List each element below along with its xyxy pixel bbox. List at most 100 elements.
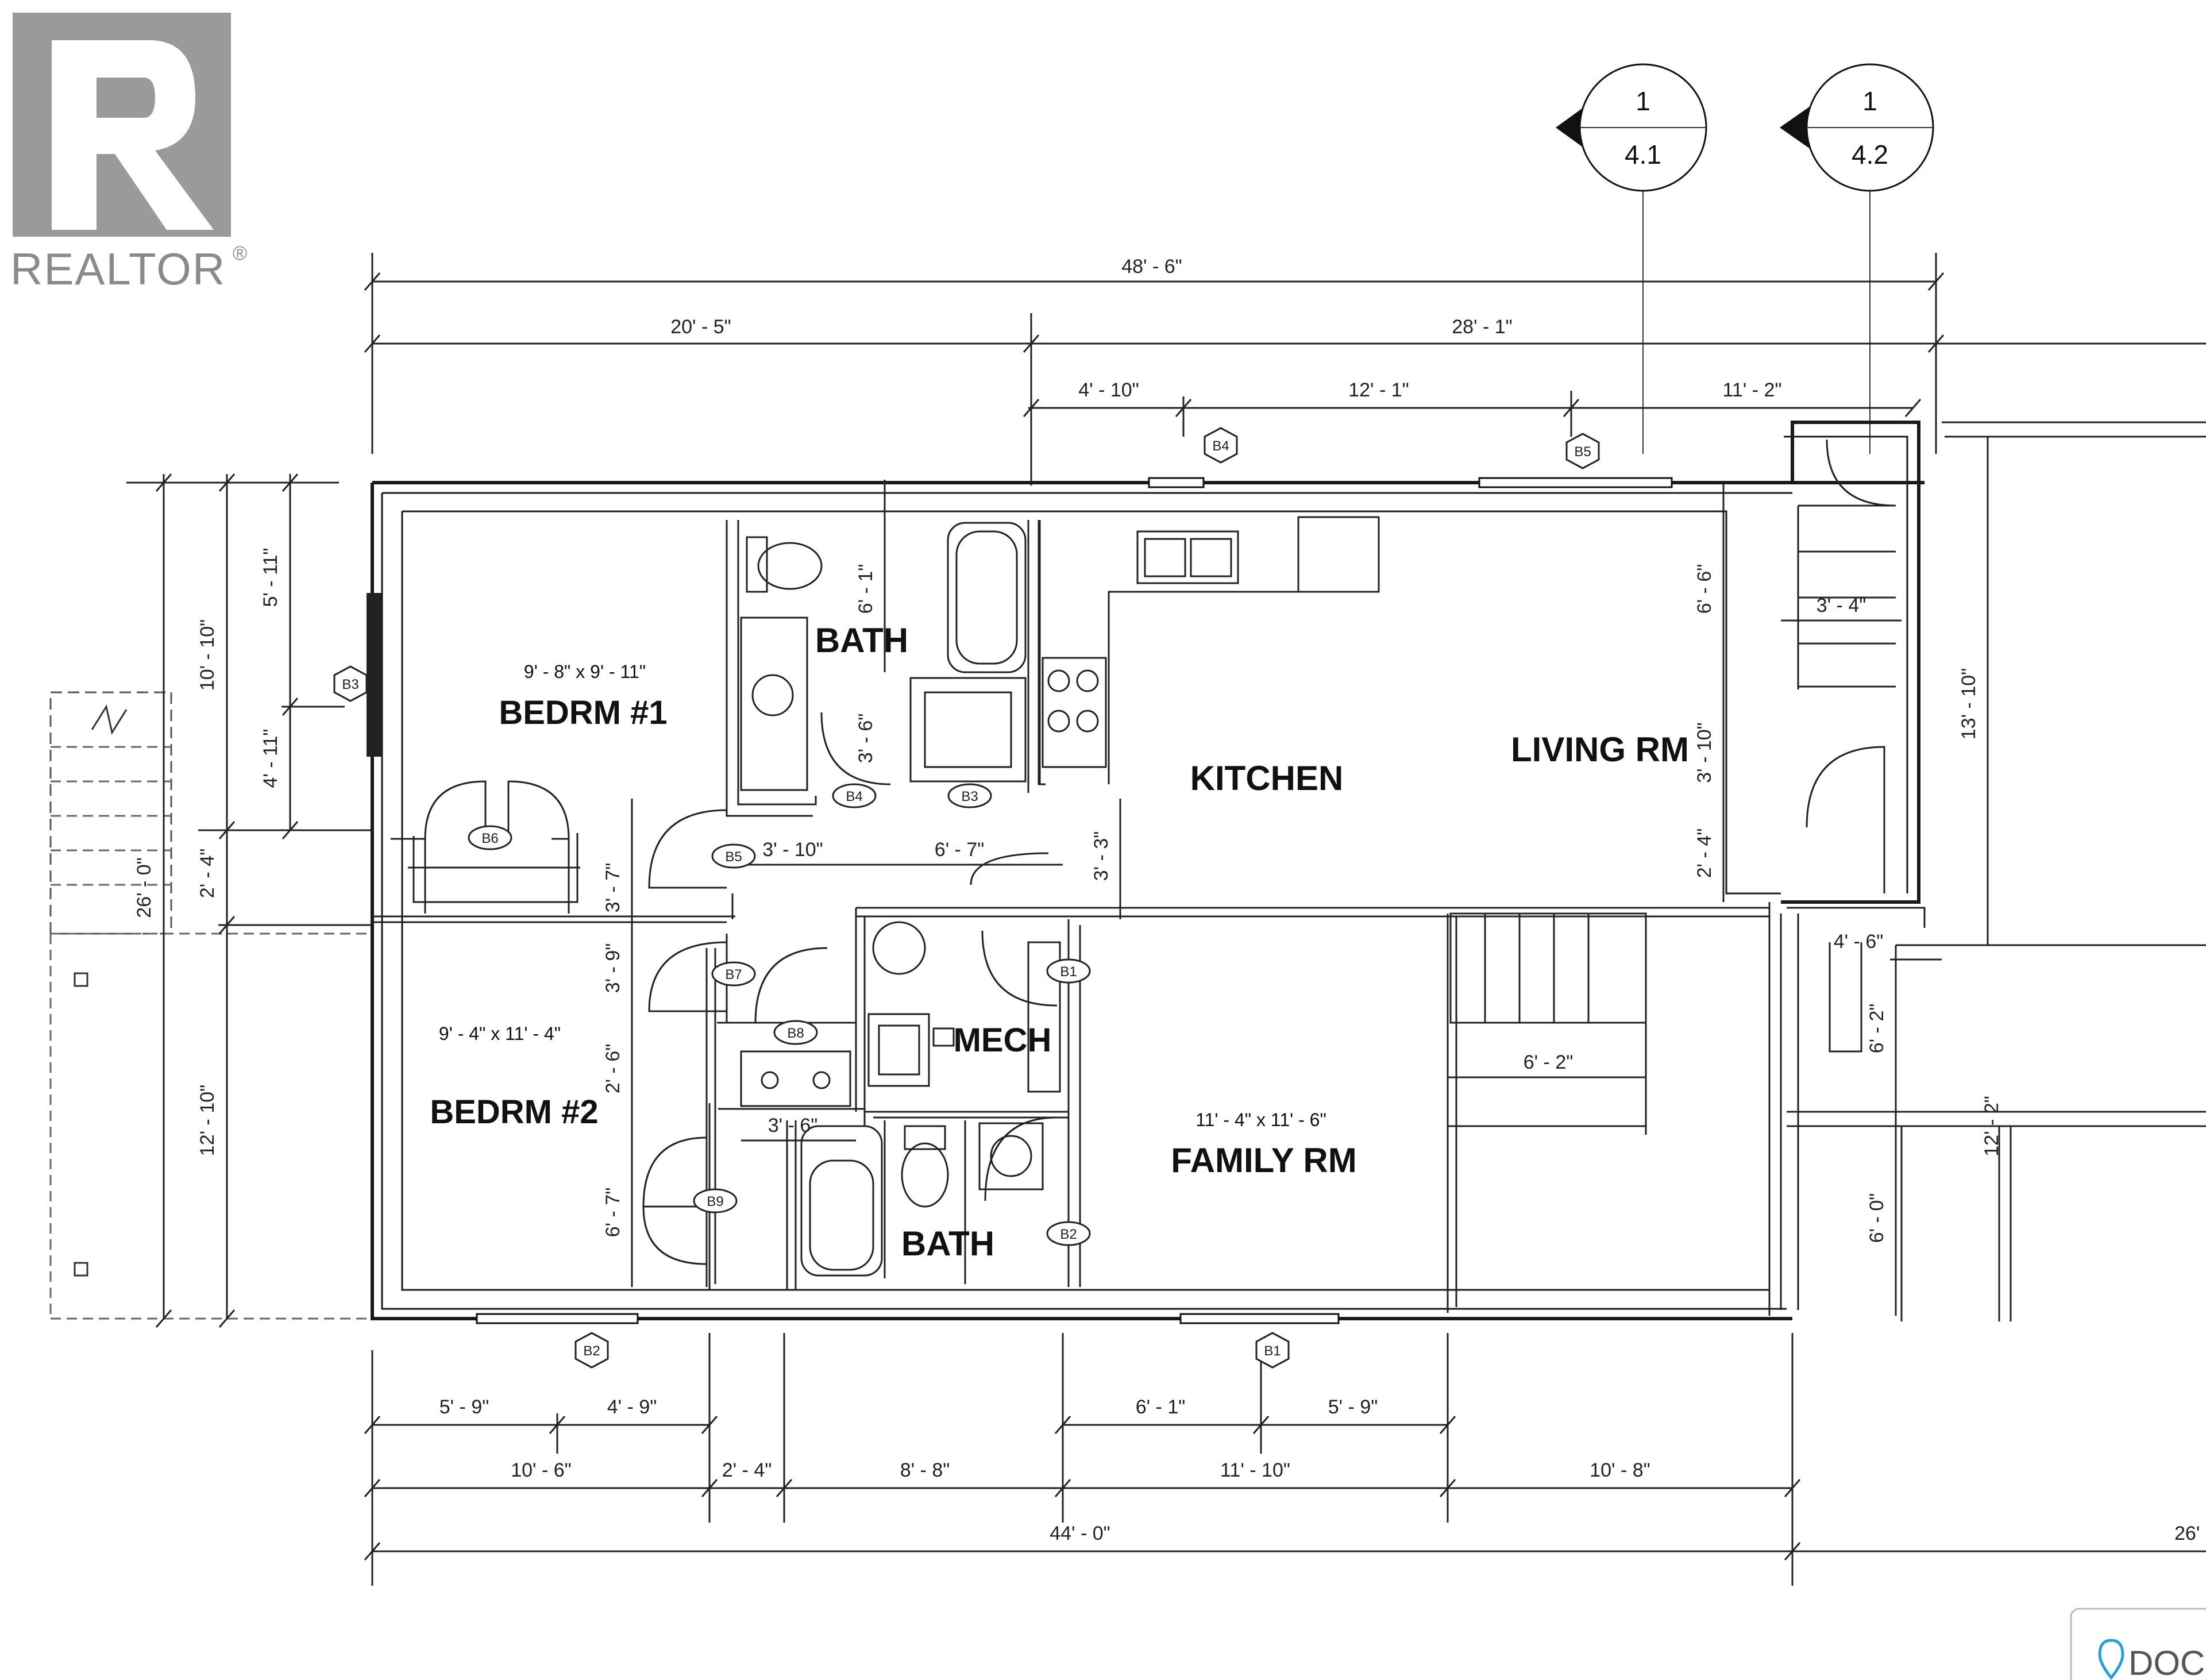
- left-exterior-stair: [49, 691, 372, 1320]
- dim-living-3: 2' - 4": [1694, 829, 1715, 878]
- dim-bottom-b4: 11' - 10": [1220, 1459, 1290, 1481]
- tag-b4-door: B4: [832, 783, 877, 808]
- tag-b5-window: B5: [1565, 433, 1600, 469]
- dim-bottom-a2: 4' - 9": [607, 1396, 657, 1418]
- left-dimensions: [126, 473, 372, 1328]
- section-marker-4-2: 1 4.2: [1780, 63, 1934, 454]
- dim-bed2-v2: 2' - 6": [602, 1044, 624, 1094]
- tag-text: B9: [707, 1194, 723, 1209]
- dim-bath2-h: 3' - 6": [768, 1115, 818, 1136]
- tag-text: B3: [961, 789, 978, 804]
- dim-bottom-b3: 8' - 8": [900, 1459, 950, 1481]
- tag-b1-door: B1: [1046, 958, 1091, 984]
- dim-top-seg1: 4' - 10": [1078, 379, 1139, 401]
- dim-stair-width: 3' - 4": [1817, 595, 1866, 616]
- dim-entry-2: 6' - 2": [1866, 1004, 1888, 1054]
- dim-bottom-a4: 5' - 9": [1328, 1396, 1378, 1418]
- exterior-walls: [367, 421, 1925, 1324]
- tag-text: B2: [1060, 1227, 1077, 1242]
- tag-b4-window: B4: [1204, 427, 1238, 464]
- dim-bottom-b2: 2' - 4": [722, 1459, 772, 1481]
- opening-tags: B4 B5 B3 B2 B1 B6 B5 B4 B3 B7 B8 B9 B1 B…: [333, 427, 1600, 1369]
- dim-bed2-v3: 6' - 7": [602, 1188, 624, 1238]
- tag-b7-door: B7: [711, 961, 756, 987]
- dim-left-win-top: 5' - 11": [260, 548, 281, 607]
- dim-top-seg2: 12' - 1": [1348, 379, 1409, 401]
- dim-top-seg3: 11' - 2": [1723, 379, 1782, 401]
- dim-overall-top: 48' - 6": [1121, 256, 1182, 278]
- dim-living-1: 6' - 6": [1694, 564, 1715, 614]
- dim-bottom-right-cut: 26': [2174, 1523, 2200, 1544]
- corner-badge-text: DOC: [2128, 1644, 2205, 1680]
- interior-walls: [372, 421, 2206, 1321]
- realtor-logo-text: REALTOR: [10, 244, 226, 294]
- bath-1-label: BATH: [815, 621, 908, 660]
- tag-b3-window: B3: [333, 665, 368, 702]
- dim-bottom-b1: 10' - 6": [511, 1459, 572, 1481]
- dim-left-win-bottom: 4' - 11": [260, 729, 281, 788]
- dim-bottom-overall: 44' - 0": [1050, 1523, 1110, 1544]
- tag-text: B2: [583, 1343, 600, 1359]
- dim-left-upper: 10' - 10": [196, 619, 218, 691]
- dim-bath1-h: 3' - 6": [855, 714, 877, 764]
- dim-left-total: 26' - 0": [133, 857, 155, 918]
- tag-text: B3: [342, 677, 358, 692]
- dim-hall-2: 6' - 7": [935, 839, 985, 861]
- tag-text: B7: [725, 967, 742, 982]
- family-room-size: 11' - 4" x 11' - 6": [1195, 1109, 1326, 1130]
- tag-b3-door: B3: [947, 783, 992, 808]
- dim-bottom-a1: 5' - 9": [439, 1396, 489, 1418]
- location-pin-icon: [2098, 1639, 2124, 1680]
- mech-room-label: MECH: [954, 1022, 1052, 1059]
- tag-text: B8: [787, 1026, 804, 1041]
- tag-text: B5: [1574, 444, 1591, 460]
- tag-text: B1: [1060, 964, 1077, 980]
- section-sheet: 4.2: [1852, 140, 1888, 169]
- bottom-dimensions: [364, 1333, 2206, 1586]
- dim-bed2-v1: 3' - 9": [602, 943, 624, 993]
- corner-badge: DOC: [2070, 1608, 2206, 1680]
- tag-b2-door: B2: [1046, 1221, 1091, 1246]
- dim-bed1-closet: 3' - 7": [602, 863, 624, 913]
- dim-bottom-a3: 6' - 1": [1136, 1396, 1186, 1418]
- dim-bath1-v: 6' - 1": [855, 564, 877, 614]
- interior-dim-lines: [631, 421, 2034, 1316]
- dim-entry-3: 12' - 2": [1981, 1096, 2003, 1157]
- bath-2-label: BATH: [901, 1224, 994, 1263]
- tag-text: B1: [1264, 1343, 1281, 1359]
- dim-left-mid: 2' - 4": [196, 849, 218, 899]
- tag-b5-door: B5: [711, 843, 756, 869]
- bedroom-1-label: BEDRM #1: [499, 694, 667, 731]
- dim-top-left: 20' - 5": [670, 316, 731, 338]
- dim-bottom-b5: 10' - 8": [1590, 1459, 1650, 1481]
- dim-entry-4: 6' - 0": [1866, 1193, 1888, 1243]
- dim-stair-h: 6' - 2": [1524, 1051, 1573, 1073]
- tag-b8-door: B8: [773, 1020, 818, 1045]
- door-swings: [424, 439, 1896, 1265]
- section-number: 1: [1862, 86, 1877, 116]
- family-room-label: FAMILY RM: [1171, 1141, 1356, 1180]
- registered-mark: ®: [233, 242, 247, 264]
- tag-text: B5: [725, 849, 742, 865]
- dim-living-2: 3' - 10": [1694, 722, 1715, 783]
- tag-b1-window: B1: [1255, 1332, 1290, 1369]
- dim-hall-1: 3' - 10": [762, 839, 823, 861]
- dim-right-overall: 13' - 10": [1958, 668, 1980, 739]
- dim-left-lower: 12' - 10": [196, 1085, 218, 1156]
- tag-b6-door: B6: [468, 825, 512, 850]
- dim-top-right: 28' - 1": [1452, 316, 1513, 338]
- bedroom-1-size: 9' - 8" x 9' - 11": [524, 661, 646, 682]
- bedroom-2-size: 9' - 4" x 11' - 4": [439, 1023, 561, 1044]
- section-number: 1: [1636, 86, 1650, 116]
- bedroom-2-label: BEDRM #2: [430, 1093, 598, 1131]
- tag-text: B6: [481, 831, 498, 846]
- kitchen-label: KITCHEN: [1190, 759, 1344, 797]
- tag-b9-door: B9: [693, 1188, 738, 1213]
- living-room-label: LIVING RM: [1511, 730, 1689, 769]
- tag-b2-window: B2: [574, 1332, 609, 1369]
- section-marker-4-1: 1 4.1: [1556, 63, 1707, 454]
- dim-entry-1: 4' - 6": [1834, 931, 1884, 953]
- tag-text: B4: [846, 789, 862, 804]
- section-sheet: 4.1: [1625, 140, 1661, 169]
